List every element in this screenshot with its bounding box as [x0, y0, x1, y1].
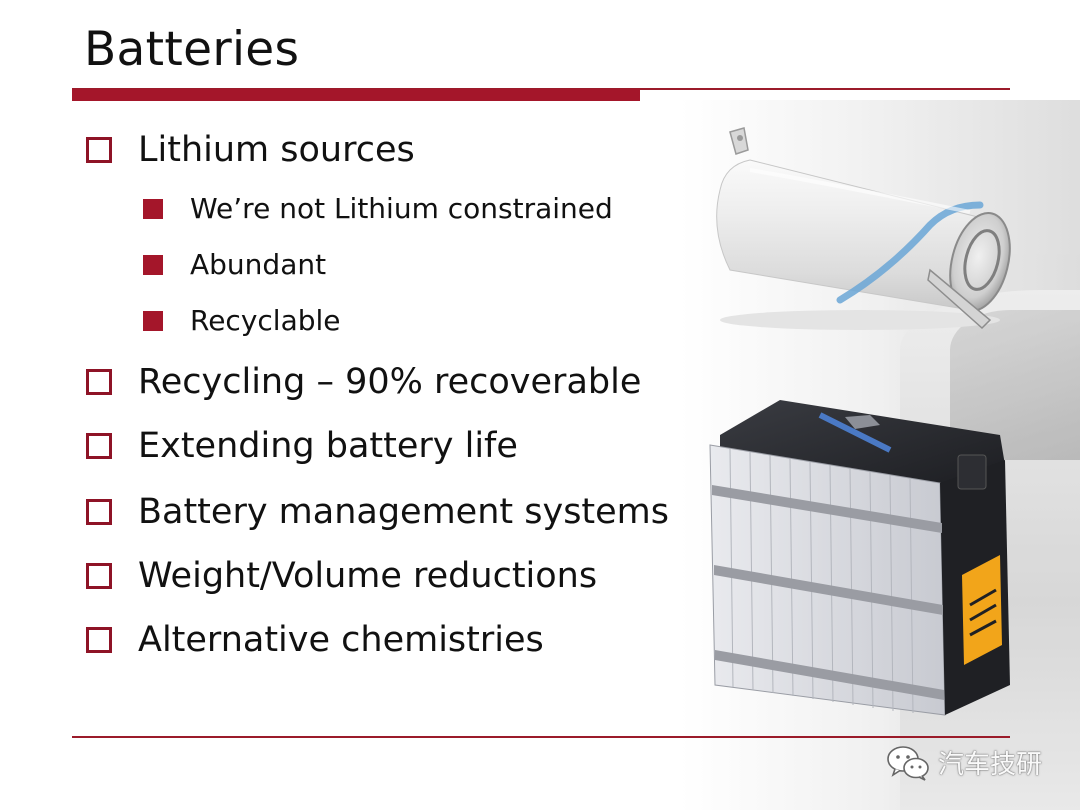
sub-bullet-item: Abundant — [143, 248, 326, 281]
sub-bullet-item: We’re not Lithium constrained — [143, 192, 613, 225]
pack-logo-mark — [969, 619, 997, 637]
bullet-text: Weight/Volume reductions — [138, 556, 598, 596]
pack-strap-lower — [715, 650, 944, 700]
bullet-item: Recycling – 90% recoverable — [86, 362, 641, 402]
sub-bullet-text: Abundant — [190, 248, 327, 281]
filled-square-bullet-icon — [143, 198, 163, 219]
cell-highlight — [749, 168, 971, 214]
watermark-text: 汽车技研 — [938, 750, 1043, 780]
pack-cell-separators — [729, 448, 914, 714]
cell-tab-top — [729, 127, 749, 155]
bullet-text: Extending battery life — [138, 426, 518, 466]
pack-logo-mark — [969, 588, 997, 607]
cell-tab-hole — [737, 135, 743, 141]
cell-tab-bottom — [927, 268, 992, 330]
hollow-square-bullet-icon — [86, 563, 112, 589]
wechat-icon — [887, 745, 929, 781]
cell-shadow — [720, 310, 1000, 330]
cell-blue-stripe — [836, 201, 984, 304]
pack-strap-upper — [712, 485, 942, 533]
pack-top-cover — [720, 400, 1005, 490]
cell-terminal-ring — [963, 229, 1001, 291]
pack-logo-mark — [969, 603, 997, 622]
cylindrical-cell-image — [716, 127, 1011, 330]
hollow-square-bullet-icon — [86, 433, 112, 459]
footer-divider — [72, 736, 1010, 738]
bullet-item: Lithium sources — [86, 130, 415, 170]
pack-blue-logo-swoosh — [818, 412, 892, 453]
sub-bullet-text: Recyclable — [190, 304, 341, 337]
bullet-text: Lithium sources — [138, 130, 415, 170]
watermark: 汽车技研 — [886, 744, 1042, 781]
sub-bullet-item: Recyclable — [143, 304, 341, 337]
bullet-item: Extending battery life — [86, 426, 518, 466]
pack-strap-middle — [714, 565, 943, 615]
bullet-item: Alternative chemistries — [86, 620, 544, 660]
pack-connector — [957, 454, 987, 490]
bullet-text: Recycling – 90% recoverable — [138, 362, 642, 402]
filled-square-bullet-icon — [143, 310, 163, 331]
hollow-square-bullet-icon — [86, 369, 112, 395]
pack-a123-logo-panel — [962, 555, 1002, 665]
filled-square-bullet-icon — [143, 254, 163, 275]
battery-pack-image — [709, 400, 1010, 716]
bullet-text: Battery management systems — [138, 492, 670, 532]
bullet-item: Battery management systems — [86, 492, 669, 532]
slide-title: Batteries — [84, 22, 300, 77]
title-accent-bar — [72, 89, 640, 101]
sub-bullet-text: We’re not Lithium constrained — [190, 192, 613, 225]
hollow-square-bullet-icon — [86, 137, 112, 163]
bullet-text: Alternative chemistries — [138, 620, 544, 660]
hollow-square-bullet-icon — [86, 499, 112, 525]
hollow-square-bullet-icon — [86, 627, 112, 653]
pack-top-plate — [845, 415, 880, 429]
bullet-item: Weight/Volume reductions — [86, 556, 597, 596]
